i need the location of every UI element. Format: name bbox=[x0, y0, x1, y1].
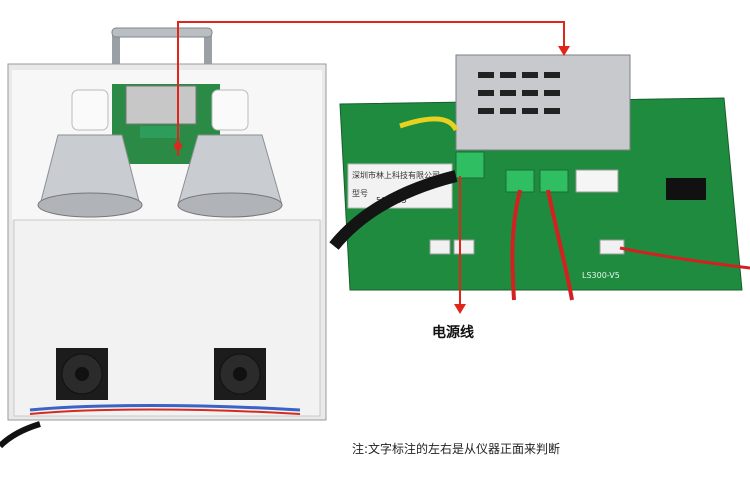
orientation-note: 注:文字标注的左右是从仪器正面来判断 bbox=[352, 442, 561, 456]
pcb-part-number: LS300-V5 bbox=[582, 271, 620, 280]
power-cable-label: 电源线 bbox=[432, 325, 474, 341]
green-terminal-blocks bbox=[455, 151, 569, 193]
handle bbox=[111, 27, 213, 72]
company-text: 深圳市林上科技有限公司 bbox=[352, 170, 440, 180]
arrow-to-power-supply bbox=[177, 21, 570, 156]
inner-pcb bbox=[112, 84, 220, 164]
bottom-wire-red bbox=[29, 408, 301, 415]
power-supply-module bbox=[455, 54, 631, 151]
model-label: 型号 bbox=[352, 189, 368, 198]
red-wire-1 bbox=[510, 189, 522, 301]
right-fan bbox=[214, 348, 266, 400]
right-lamp bbox=[177, 89, 283, 218]
power-cord bbox=[0, 421, 41, 449]
left-fan bbox=[56, 348, 108, 400]
red-wire-2 bbox=[546, 189, 574, 301]
black-cable bbox=[329, 170, 458, 250]
left-lamp bbox=[37, 89, 143, 218]
bottom-wire bbox=[29, 404, 301, 412]
yellow-wire bbox=[399, 116, 459, 132]
relay bbox=[575, 169, 619, 193]
right-wire bbox=[619, 246, 750, 270]
arrow-to-power-cable-label bbox=[454, 176, 466, 314]
ic-chip bbox=[666, 178, 706, 200]
